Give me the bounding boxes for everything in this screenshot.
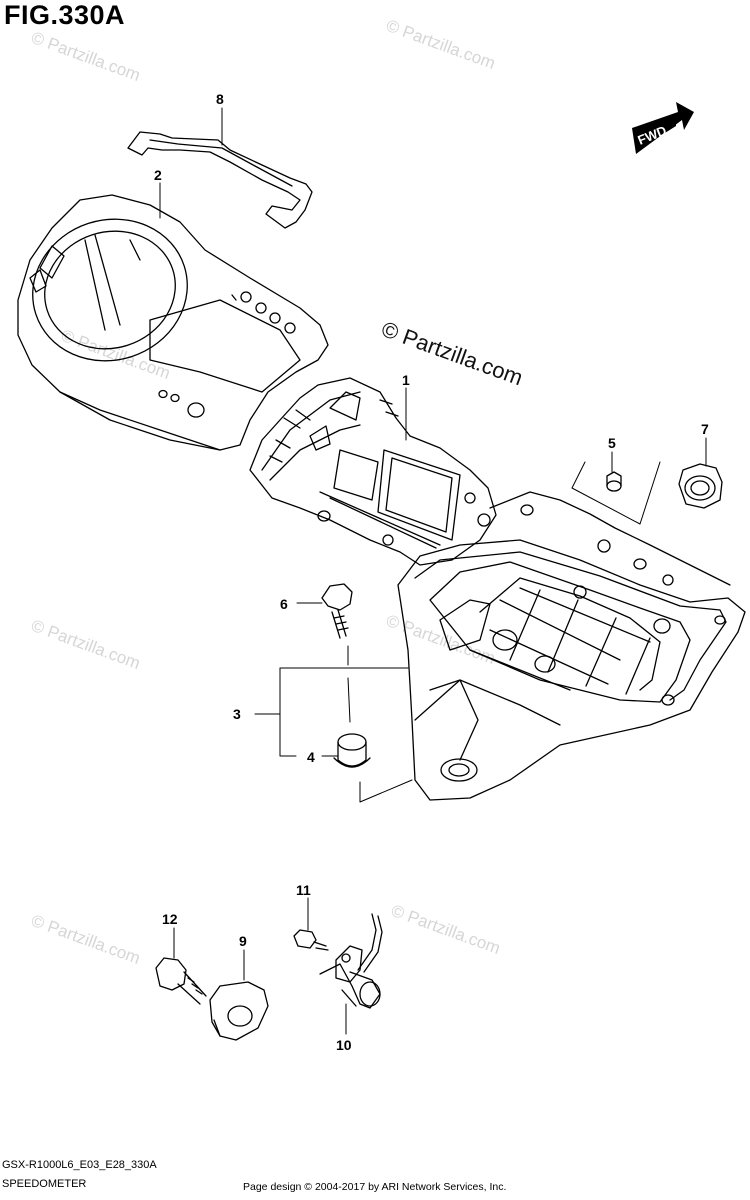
callout-10: 10 bbox=[336, 1037, 352, 1053]
part-6-screw[interactable] bbox=[321, 583, 353, 639]
callout-6: 6 bbox=[280, 596, 288, 612]
callout-3: 3 bbox=[233, 706, 241, 722]
callout-7: 7 bbox=[701, 421, 709, 437]
callout-8: 8 bbox=[216, 91, 224, 107]
callout-numbers: 8 2 1 5 7 6 3 4 11 12 9 10 bbox=[154, 91, 709, 1053]
callout-4: 4 bbox=[307, 749, 315, 765]
watermark: © Partzilla.com bbox=[29, 911, 143, 968]
part-2-meter-cover[interactable] bbox=[14, 194, 329, 451]
part-12-bolt[interactable] bbox=[155, 957, 207, 1005]
watermark: © Partzilla.com bbox=[29, 28, 143, 85]
watermarks: © Partzilla.com © Partzilla.com © Partzi… bbox=[29, 16, 503, 968]
part-5-screw[interactable] bbox=[606, 471, 622, 492]
part-10-speed-sensor[interactable] bbox=[319, 913, 383, 1009]
section-name: SPEEDOMETER bbox=[2, 1178, 87, 1190]
callout-11: 11 bbox=[296, 882, 311, 898]
part-4-grommet[interactable] bbox=[333, 733, 371, 768]
callout-12: 12 bbox=[162, 911, 178, 927]
watermark: © Partzilla.com bbox=[389, 901, 503, 958]
part-11-screw[interactable] bbox=[293, 929, 329, 951]
callout-2: 2 bbox=[154, 167, 162, 183]
page-credit: Page design © 2004-2017 by ARI Network S… bbox=[243, 1181, 507, 1193]
figure-title: FIG.330A bbox=[4, 0, 126, 30]
part-7-cushion[interactable] bbox=[678, 463, 723, 509]
part-1-meter-assembly[interactable] bbox=[249, 377, 497, 566]
watermark: © Partzilla.com bbox=[384, 16, 498, 73]
part-9-bushing[interactable] bbox=[209, 981, 269, 1041]
model-code: GSX-R1000L6_E03_E28_330A bbox=[2, 1159, 157, 1171]
callout-5: 5 bbox=[608, 435, 616, 451]
meter-lower-case[interactable] bbox=[397, 491, 746, 801]
callout-9: 9 bbox=[239, 933, 247, 949]
watermark-main: © Partzilla.com bbox=[378, 316, 526, 390]
leader-lines bbox=[159, 107, 707, 1035]
forward-arrow-icon: FWD bbox=[632, 102, 694, 154]
watermark: © Partzilla.com bbox=[59, 326, 173, 383]
callout-1: 1 bbox=[402, 372, 410, 388]
watermark: © Partzilla.com bbox=[29, 616, 143, 673]
part-8-bracket[interactable] bbox=[127, 131, 313, 229]
